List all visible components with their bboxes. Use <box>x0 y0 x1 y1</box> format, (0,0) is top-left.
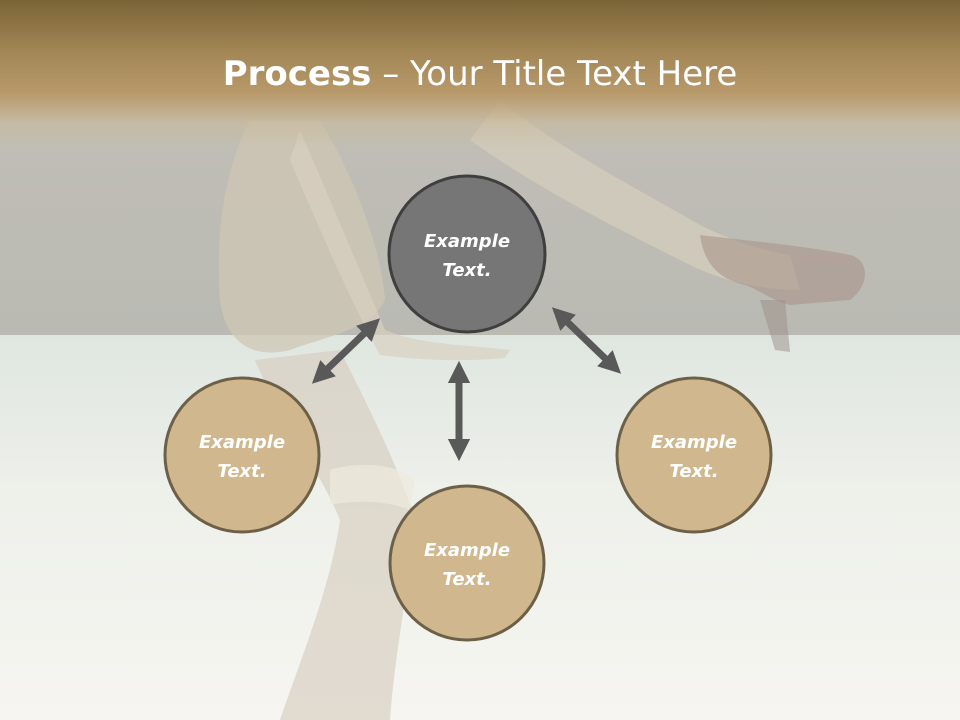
node-top-circle <box>387 174 547 334</box>
title-bold: Process <box>222 54 372 94</box>
arrow-top-right <box>551 307 622 374</box>
node-right-line2: Text. <box>669 461 718 482</box>
node-top-line1: Example <box>424 231 510 252</box>
node-top-line2: Text. <box>442 260 491 281</box>
node-left[interactable]: Example Text. <box>163 376 321 534</box>
node-bottom-circle <box>388 484 546 642</box>
node-right-circle <box>615 376 773 534</box>
node-left-line2: Text. <box>217 461 266 482</box>
node-bottom-line2: Text. <box>442 569 491 590</box>
arrow-top-left <box>311 318 381 384</box>
node-bottom-line1: Example <box>424 540 510 561</box>
node-left-circle <box>163 376 321 534</box>
node-top[interactable]: Example Text. <box>387 174 547 334</box>
title-bar <box>0 0 960 150</box>
node-left-line1: Example <box>199 432 285 453</box>
node-bottom[interactable]: Example Text. <box>388 484 546 642</box>
slide-title: Process – Your Title Text Here <box>0 52 960 96</box>
node-right-line1: Example <box>651 432 737 453</box>
node-right[interactable]: Example Text. <box>615 376 773 534</box>
title-rest: – Your Title Text Here <box>371 54 738 94</box>
